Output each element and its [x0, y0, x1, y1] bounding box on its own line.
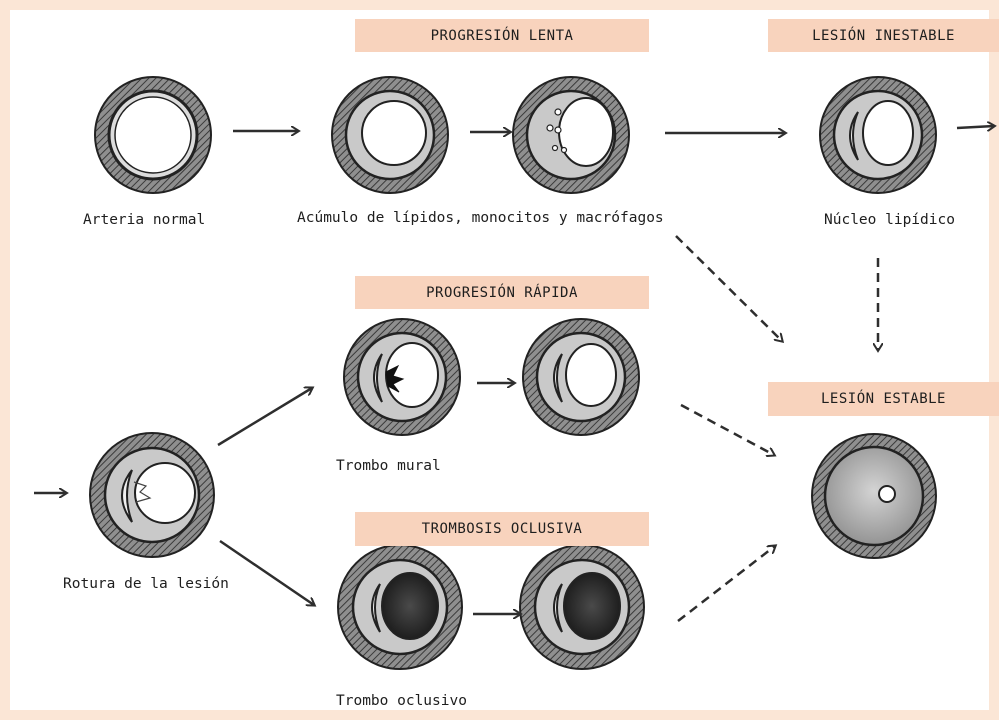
artery-lipid-accumulation-macrophages [513, 77, 629, 193]
banner-slow-progression: PROGRESIÓN LENTA [355, 19, 649, 52]
arrow-occlusive-to-stable [678, 546, 775, 621]
artery-normal [95, 77, 211, 193]
label-lipid-core: Núcleo lipídico [824, 212, 955, 228]
banner-rapid-progression: PROGRESIÓN RÁPIDA [355, 276, 649, 309]
banner-stable-lesion: LESIÓN ESTABLE [768, 382, 999, 416]
label-lesion-rupture: Rotura de la lesión [63, 576, 229, 592]
label-mural-thrombus: Trombo mural [336, 458, 441, 474]
artery-lesion-rupture [90, 433, 214, 557]
artery-lipid-accumulation-early [332, 77, 448, 193]
artery-occlusive-thrombus-early [338, 545, 462, 669]
banner-unstable-lesion: LESIÓN INESTABLE [768, 19, 999, 52]
banner-occlusive-thrombosis: TROMBOSIS OCLUSIVA [355, 512, 649, 546]
arrow-rupture-to-mural [218, 388, 312, 445]
arrow-lipid-to-stable [676, 236, 782, 341]
artery-occlusive-thrombus-late [520, 545, 644, 669]
arrow-rupture-to-occlusive [220, 541, 314, 605]
artery-mural-thrombus-late [523, 319, 639, 435]
label-lipid-accumulation: Acúmulo de lípidos, monocitos y macrófag… [297, 210, 664, 226]
arrow-mural-to-stable [681, 405, 774, 455]
artery-lipid-core [820, 77, 936, 193]
artery-mural-thrombus-early [344, 319, 460, 435]
label-normal-artery: Arteria normal [83, 212, 205, 228]
label-occlusive-thrombus: Trombo oclusivo [336, 693, 467, 709]
arrow-lipid-core-exit [957, 126, 994, 128]
artery-stable-lesion [812, 434, 936, 558]
